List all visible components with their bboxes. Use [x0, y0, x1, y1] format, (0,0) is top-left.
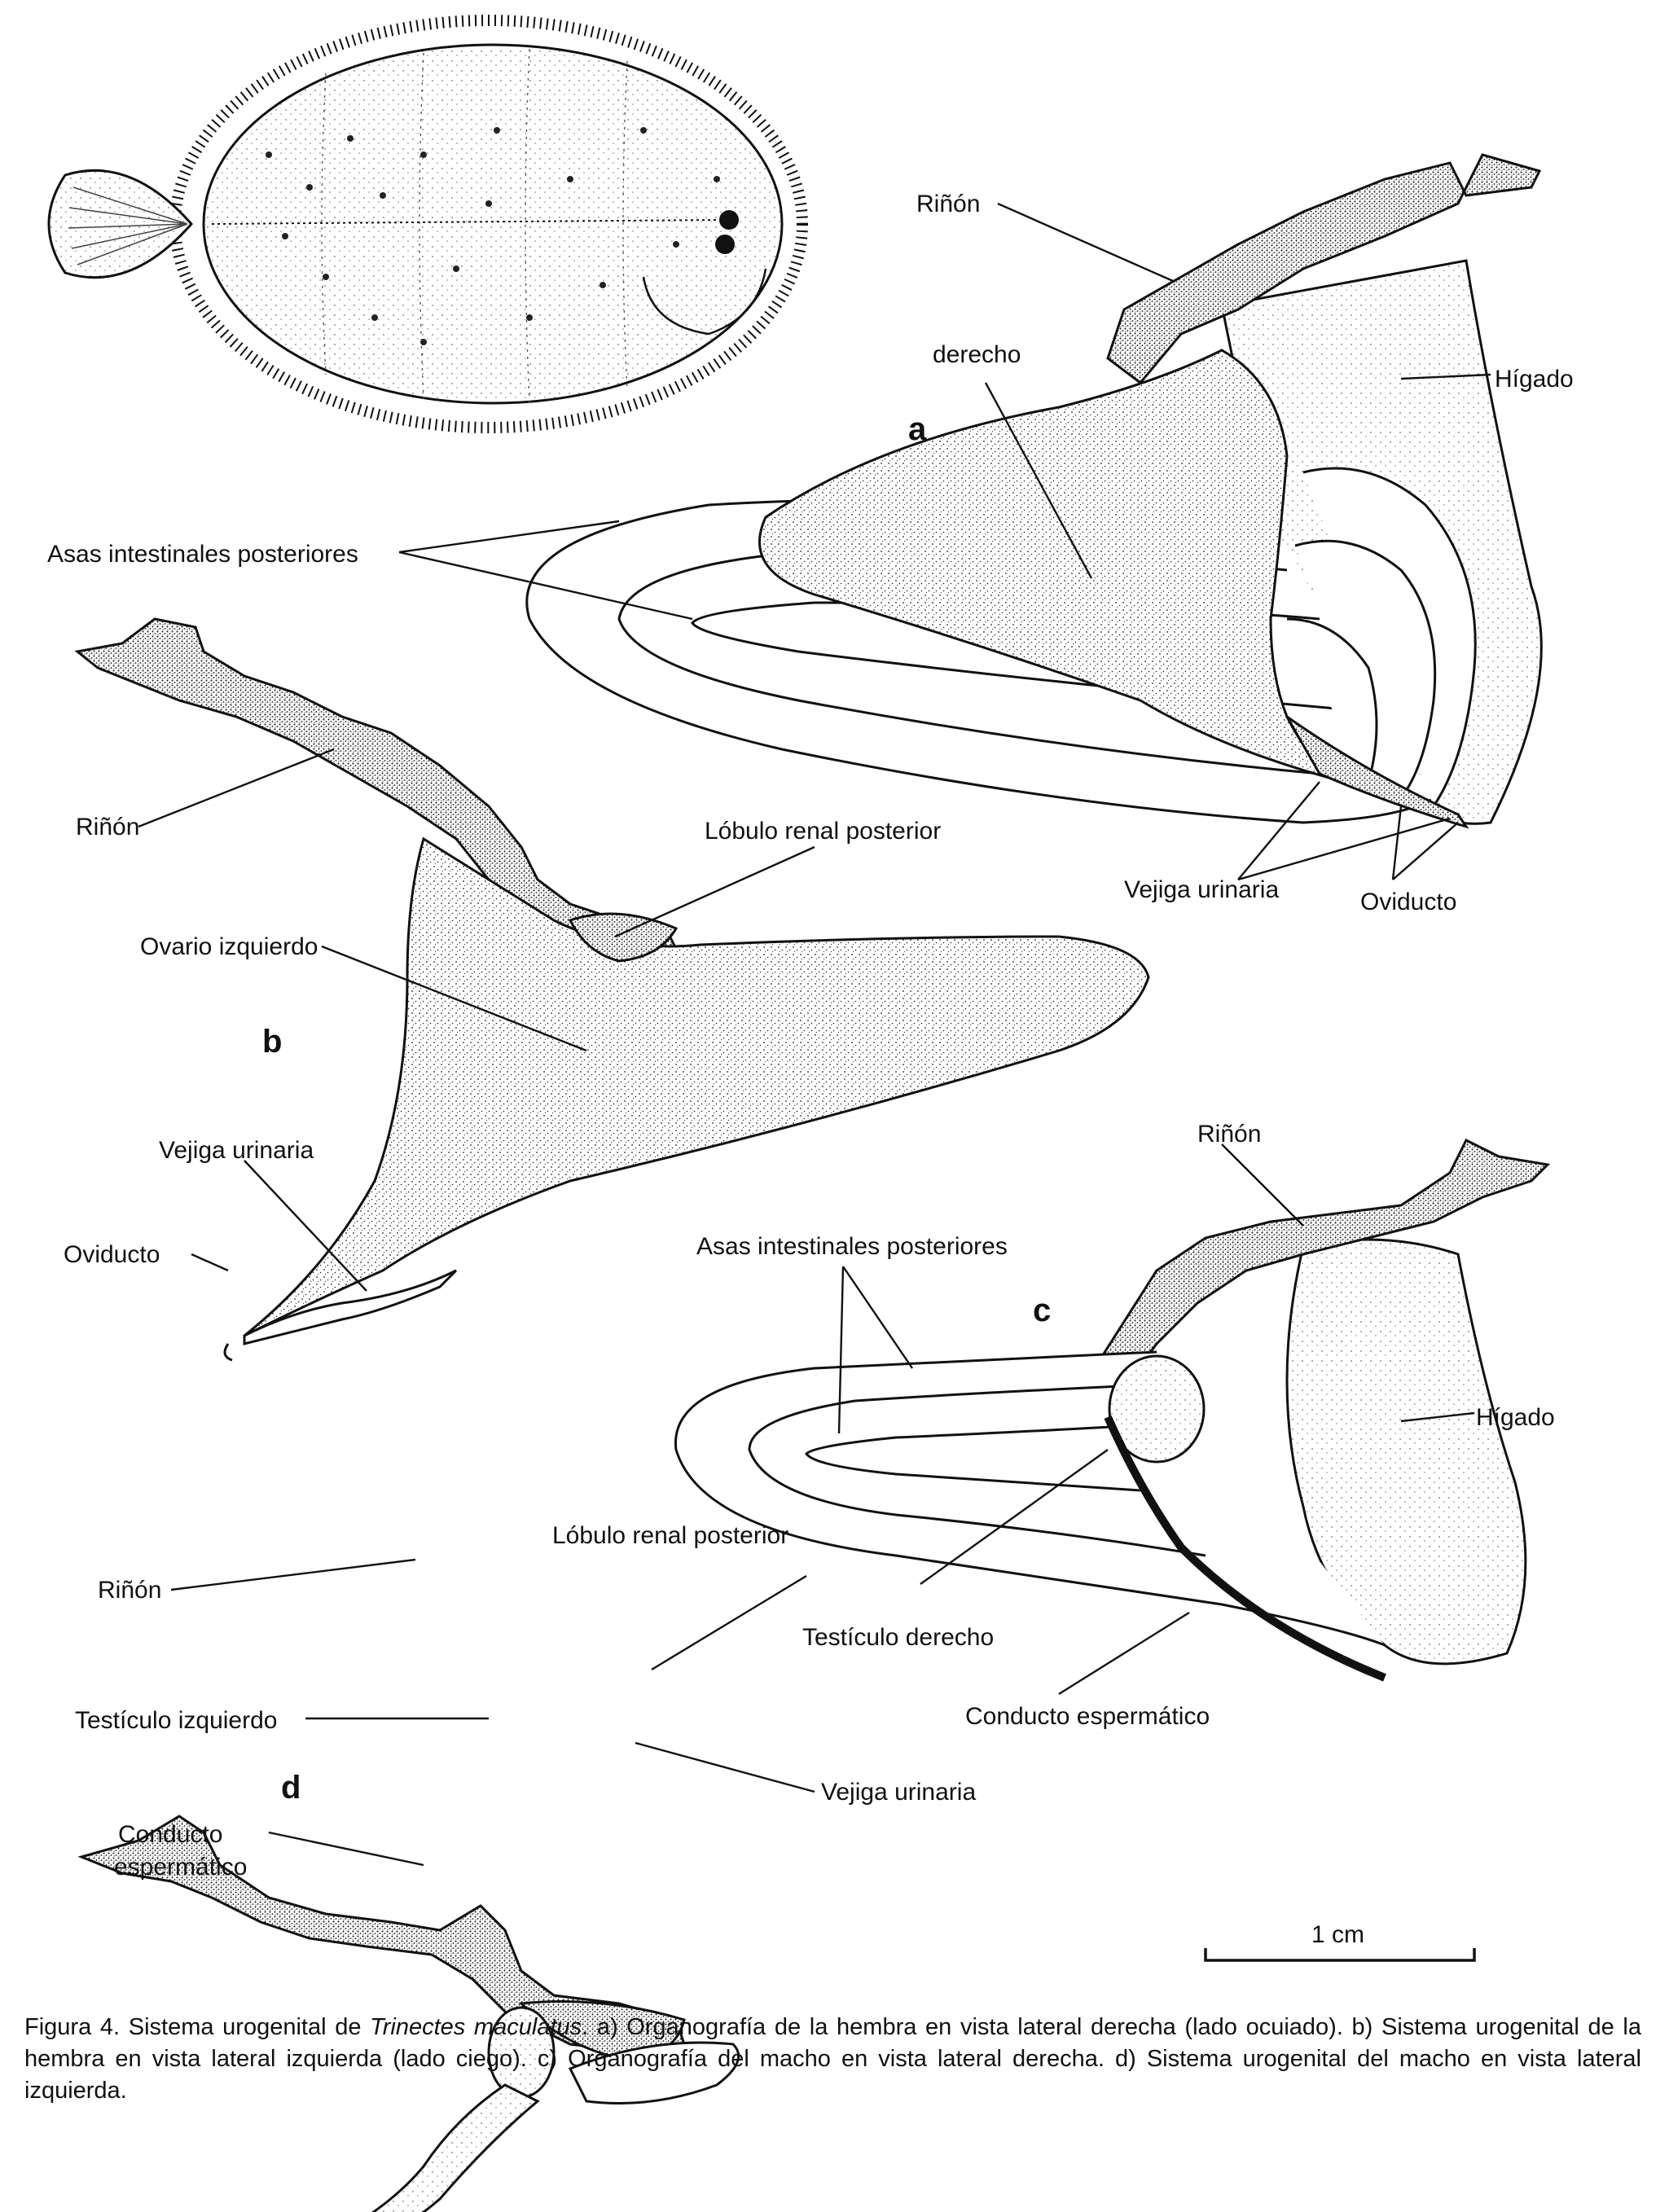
label-d-panel: d [281, 1770, 301, 1806]
label-c-conducto: Conducto espermático [965, 1703, 1210, 1730]
label-d-vejiga: Vejiga urinaria [821, 1779, 976, 1806]
label-b-vejiga: Vejiga urinaria [159, 1137, 314, 1164]
label-c-testiculo: Testículo derecho [802, 1624, 994, 1651]
label-a-derecho: derecho [933, 341, 1021, 368]
label-c-higado: Hígado [1476, 1404, 1555, 1431]
label-d-rinon: Riñón [98, 1577, 161, 1604]
label-a-vejiga: Vejiga urinaria [1124, 876, 1279, 903]
panel-c-drawing [675, 1140, 1548, 1678]
label-a-panel: a [908, 411, 927, 447]
label-d-conducto-1: Conducto [118, 1821, 222, 1848]
label-b-rinon: Riñón [76, 814, 139, 840]
label-b-lobulo: Lóbulo renal posterior [705, 818, 941, 845]
scale-bar-label: 1 cm [1311, 1921, 1364, 1948]
label-d-testiculo: Testículo izquierdo [75, 1707, 277, 1734]
label-a-oviducto: Oviducto [1360, 889, 1456, 915]
label-a-asas: Asas intestinales posteriores [47, 541, 358, 568]
label-b-ovario: Ovario izquierdo [140, 933, 318, 960]
label-a-rinon: Riñón [916, 191, 980, 217]
label-a-higado: Hígado [1495, 366, 1574, 393]
label-c-asas: Asas intestinales posteriores [696, 1233, 1008, 1260]
label-c-rinon: Riñón [1197, 1121, 1261, 1148]
label-b-oviducto: Oviducto [64, 1241, 160, 1268]
label-d-lobulo: Lóbulo renal posterior [552, 1522, 788, 1549]
figure-caption: Figura 4. Sistema urogenital de Trinecte… [24, 2012, 1641, 2107]
label-d-conducto-2: espermático [114, 1854, 247, 1881]
fish-illustration [49, 20, 802, 428]
scale-bar: 1 cm [1206, 1921, 1474, 1960]
caption-species: Trinectes maculatus [370, 2014, 582, 2040]
caption-prefix: Figura 4. Sistema urogenital de [24, 2014, 370, 2040]
label-c-panel: c [1033, 1293, 1051, 1328]
label-b-panel: b [262, 1024, 282, 1060]
